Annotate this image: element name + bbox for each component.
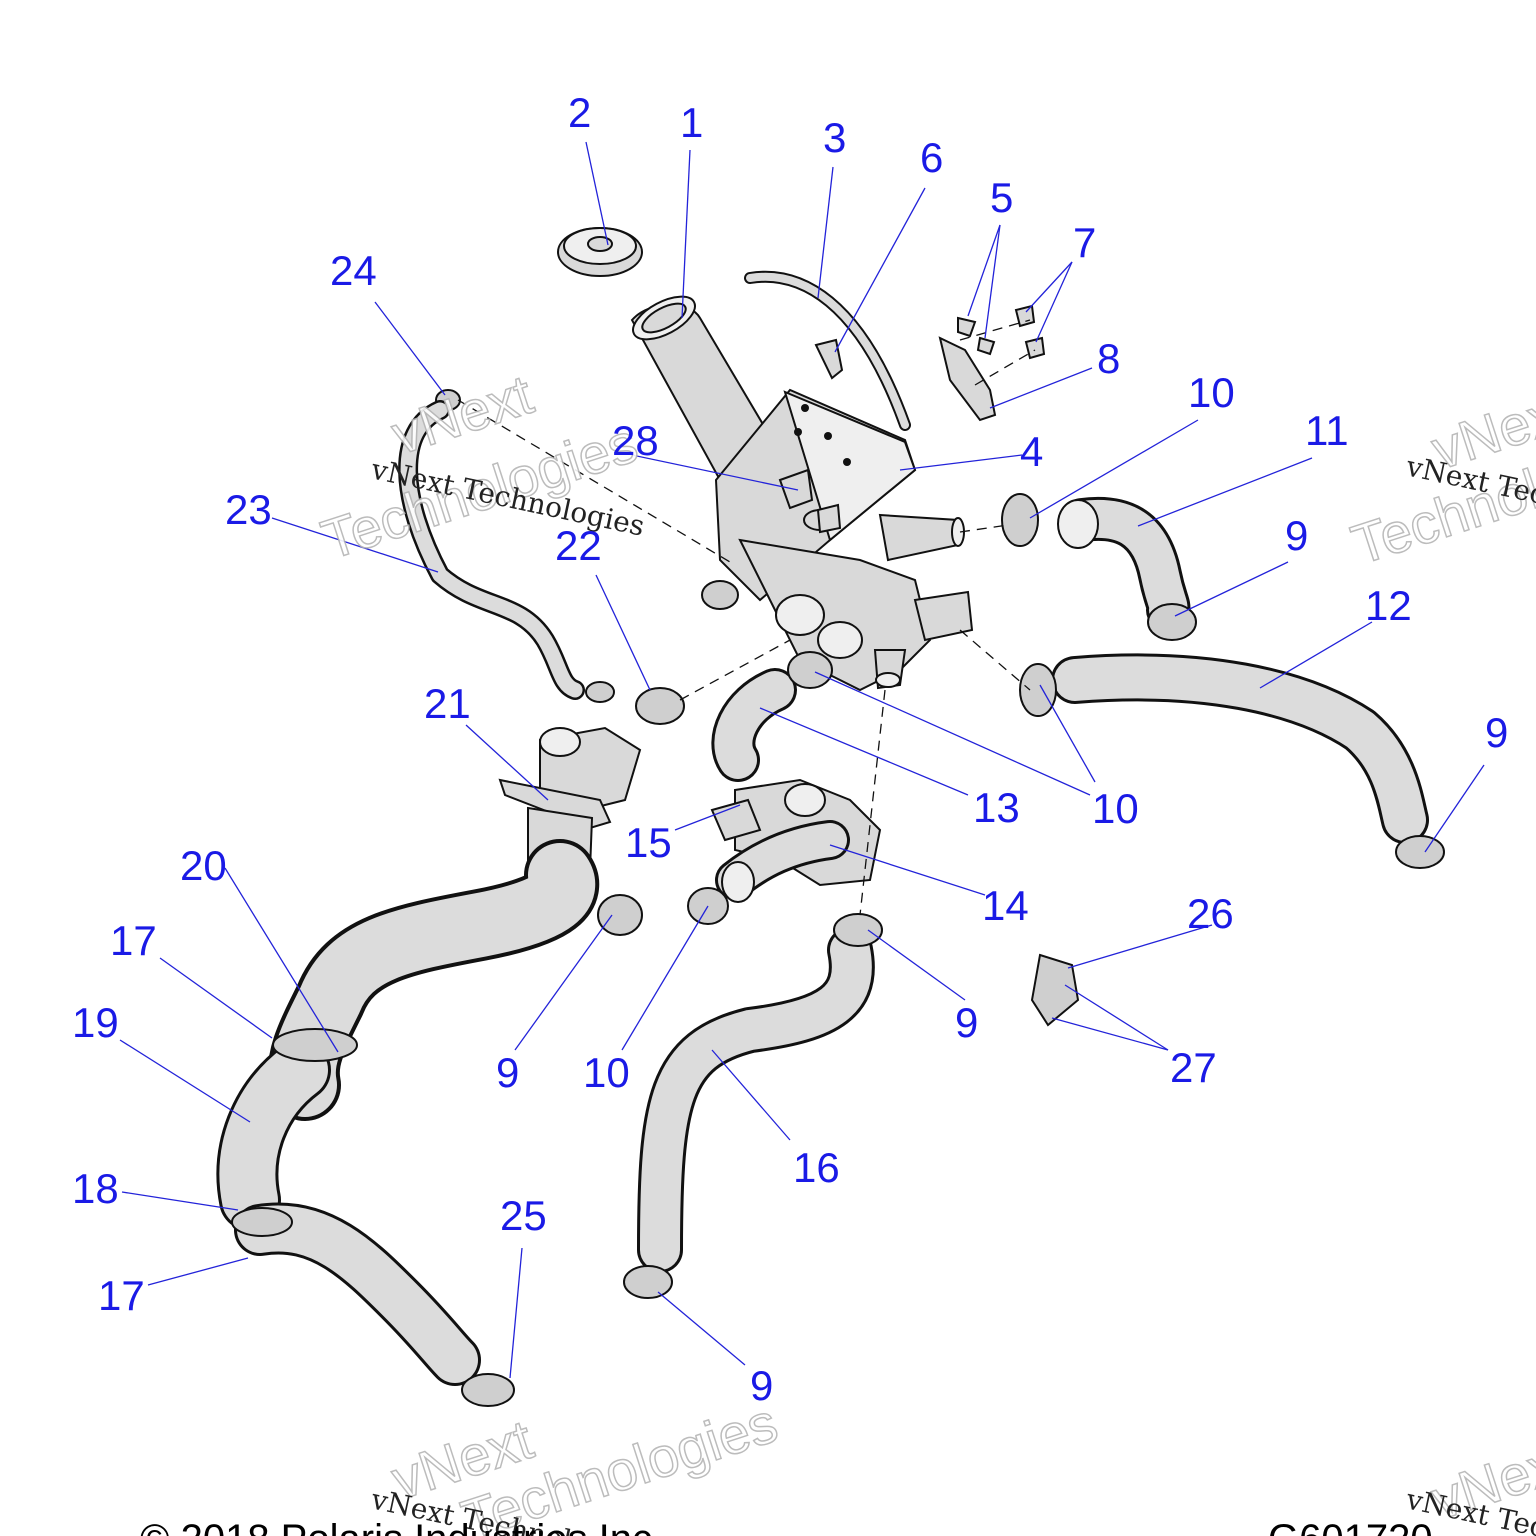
callout-9-center: 9 xyxy=(955,999,978,1046)
end-hose xyxy=(234,1202,481,1386)
callout-3: 3 xyxy=(823,114,846,161)
callout-17-upper: 17 xyxy=(110,917,157,964)
assembly-dashed-lines xyxy=(457,319,1036,916)
callout-1: 1 xyxy=(680,99,703,146)
callout-7: 7 xyxy=(1073,219,1096,266)
callout-28: 28 xyxy=(612,417,659,464)
callout-25: 25 xyxy=(500,1192,547,1239)
callout-24: 24 xyxy=(330,247,377,294)
callout-4: 4 xyxy=(1020,428,1043,475)
parts-artwork xyxy=(216,227,1445,1407)
callout-20: 20 xyxy=(180,842,227,889)
lower-hose xyxy=(216,1039,331,1231)
callout-9-bottom: 9 xyxy=(750,1362,773,1409)
center-long-hose xyxy=(637,927,875,1273)
callout-26: 26 xyxy=(1187,890,1234,937)
callout-10-bottom: 10 xyxy=(583,1049,630,1096)
callout-14: 14 xyxy=(982,882,1029,929)
coolant-manifold xyxy=(738,509,974,692)
callout-10-mid: 10 xyxy=(1092,785,1139,832)
elbow-hose xyxy=(1057,496,1191,632)
callout-9-far-right: 9 xyxy=(1485,709,1508,756)
callout-17-lower: 17 xyxy=(98,1272,145,1319)
radiator-cap xyxy=(557,227,643,277)
callout-2: 2 xyxy=(568,89,591,136)
callout-8: 8 xyxy=(1097,335,1120,382)
callout-23: 23 xyxy=(225,486,272,533)
callout-19: 19 xyxy=(72,999,119,1046)
bypass-hose xyxy=(711,668,797,782)
callout-13: 13 xyxy=(973,784,1020,831)
radiator-hose-right xyxy=(1051,653,1429,844)
callout-9-right-upper: 9 xyxy=(1285,512,1308,559)
drawing-id: G601720 xyxy=(1268,1517,1433,1536)
callout-12: 12 xyxy=(1365,582,1412,629)
callout-6: 6 xyxy=(920,134,943,181)
callout-5: 5 xyxy=(990,174,1013,221)
callout-21: 21 xyxy=(424,680,471,727)
footer: © 2018 Polaris Industries Inc. G601720 xyxy=(140,1517,1433,1536)
callout-9-left: 9 xyxy=(496,1049,519,1096)
hose-clamps xyxy=(231,468,1445,1407)
callout-27: 27 xyxy=(1170,1044,1217,1091)
leader-lines xyxy=(119,141,1485,1379)
callout-16: 16 xyxy=(793,1144,840,1191)
callout-numbers: 2 1 3 6 5 7 8 10 11 4 24 28 23 22 9 12 2… xyxy=(72,89,1508,1409)
overflow-tube xyxy=(744,270,911,431)
mounting-bolts xyxy=(957,304,1046,360)
push-pin xyxy=(814,338,844,380)
callout-11: 11 xyxy=(1305,407,1349,454)
vent-hose xyxy=(398,400,585,700)
mounting-bracket xyxy=(938,336,997,422)
y-connector xyxy=(710,778,882,903)
callout-22: 22 xyxy=(555,522,602,569)
callout-18: 18 xyxy=(72,1165,119,1212)
copyright-text: © 2018 Polaris Industries Inc. xyxy=(140,1517,663,1536)
callout-10-top: 10 xyxy=(1188,369,1235,416)
callout-15: 15 xyxy=(625,819,672,866)
